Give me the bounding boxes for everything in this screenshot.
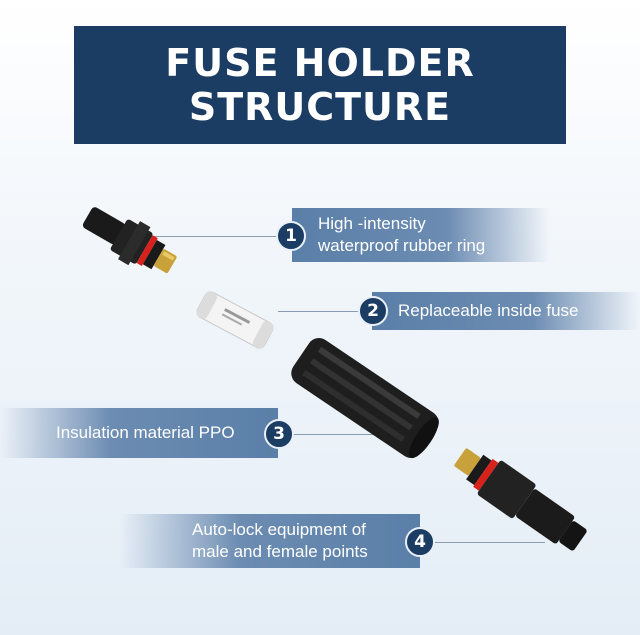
leader-line-2 xyxy=(278,311,360,312)
callout-label-2: Replaceable inside fuse xyxy=(372,292,640,330)
callout-1-line-1: High -intensity xyxy=(318,214,426,233)
male-connector-image xyxy=(454,448,587,551)
callout-label-3: Insulation material PPO xyxy=(0,408,278,458)
callout-badge-3: 3 xyxy=(264,419,294,449)
callout-4-line-2: male and female points xyxy=(192,542,368,561)
leader-line-4 xyxy=(435,542,545,543)
callout-3-text: Insulation material PPO xyxy=(56,423,235,442)
callout-label-1: High -intensity waterproof rubber ring xyxy=(292,208,550,262)
insulation-sleeve-image xyxy=(291,338,439,459)
callout-badge-4: 4 xyxy=(405,527,435,557)
female-connector-image xyxy=(82,207,177,274)
title-line-2: STRUCTURE xyxy=(188,85,452,129)
leader-line-1 xyxy=(150,236,278,237)
callout-badge-2: 2 xyxy=(358,296,388,326)
callout-2-text: Replaceable inside fuse xyxy=(398,301,579,320)
callout-1-line-2: waterproof rubber ring xyxy=(318,236,486,255)
fuse-image xyxy=(196,291,274,349)
callout-label-4: Auto-lock equipment of male and female p… xyxy=(120,514,420,568)
title-banner: FUSE HOLDER STRUCTURE xyxy=(74,26,566,144)
title-line-1: FUSE HOLDER xyxy=(165,41,475,85)
leader-line-3 xyxy=(294,434,406,435)
callout-badge-1: 1 xyxy=(276,221,306,251)
callout-4-line-1: Auto-lock equipment of xyxy=(192,520,366,539)
